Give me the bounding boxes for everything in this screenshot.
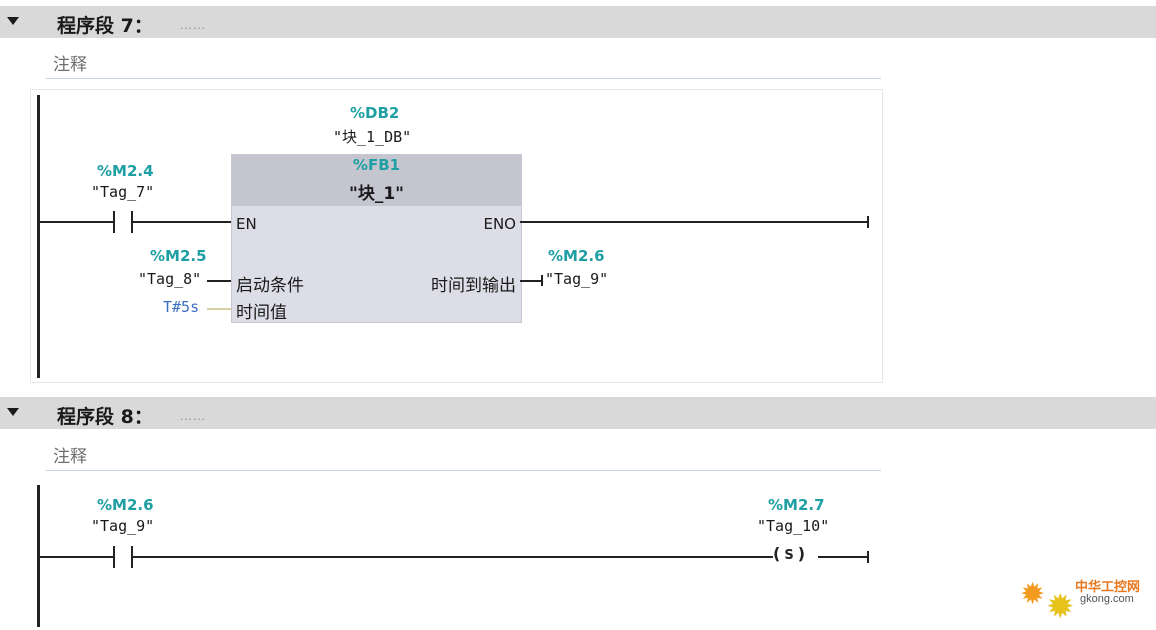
left-power-rail <box>37 485 40 627</box>
network-8-title: 程序段 8： <box>57 406 153 428</box>
network-7-title: 程序段 7： <box>57 15 153 37</box>
wire <box>133 556 773 558</box>
coil-tag[interactable]: "Tag_10" <box>757 517 830 535</box>
instance-db-address[interactable]: %DB2 <box>350 104 400 122</box>
coil-address[interactable]: %M2.7 <box>768 496 825 514</box>
wire <box>818 556 868 558</box>
left-power-rail <box>37 95 40 378</box>
function-block[interactable]: %FB1 "块_1" EN ENO 启动条件 时间值 时间到输出 <box>231 154 522 323</box>
wire <box>520 221 868 223</box>
set-coil-icon[interactable]: (S) <box>773 544 805 563</box>
wire <box>520 280 543 282</box>
network-7-header[interactable]: 程序段 7： ...... <box>0 6 1156 38</box>
pin-eno[interactable]: ENO <box>483 215 516 233</box>
gear-icon: ✹ <box>1046 588 1075 626</box>
wire <box>541 275 543 286</box>
input1-tag[interactable]: "Tag_8" <box>138 270 202 288</box>
watermark-logo: ✹ ✹ 中华工控网 gkong.com <box>1020 572 1150 626</box>
no-contact-icon[interactable] <box>131 546 133 568</box>
network-7-comment[interactable]: 注释 <box>46 46 881 79</box>
pin-start-condition[interactable]: 启动条件 <box>236 276 304 296</box>
fb-name: "块_1" <box>348 184 405 204</box>
comment-label: 注释 <box>53 55 87 75</box>
no-contact-icon[interactable] <box>113 211 115 233</box>
contact-tag[interactable]: "Tag_9" <box>91 517 155 535</box>
network-7-title-placeholder[interactable]: ...... <box>180 18 207 32</box>
input1-address[interactable]: %M2.5 <box>150 247 207 265</box>
instance-db-name[interactable]: "块_1_DB" <box>333 128 412 146</box>
watermark-title: 中华工控网 <box>1075 580 1141 595</box>
network-8-header[interactable]: 程序段 8： ...... <box>0 397 1156 429</box>
function-block-header: %FB1 "块_1" <box>232 155 521 206</box>
wire <box>133 221 231 223</box>
comment-label: 注释 <box>53 447 87 467</box>
wire <box>40 221 113 223</box>
collapse-triangle-icon[interactable] <box>7 408 19 416</box>
no-contact-icon[interactable] <box>131 211 133 233</box>
network-8-comment[interactable]: 注释 <box>46 438 881 471</box>
wire <box>207 280 231 282</box>
wire-end <box>867 551 869 563</box>
contact-address[interactable]: %M2.4 <box>97 162 154 180</box>
wire <box>207 308 231 310</box>
wire-end <box>867 216 869 228</box>
input2-constant[interactable]: T#5s <box>163 298 200 316</box>
output1-address[interactable]: %M2.6 <box>548 247 605 265</box>
no-contact-icon[interactable] <box>113 546 115 568</box>
pin-time-value[interactable]: 时间值 <box>236 303 287 323</box>
output1-tag[interactable]: "Tag_9" <box>545 270 609 288</box>
collapse-triangle-icon[interactable] <box>7 17 19 25</box>
fb-address: %FB1 <box>352 156 401 174</box>
pin-time-up-output[interactable]: 时间到输出 <box>431 276 516 296</box>
network-8-title-placeholder[interactable]: ...... <box>180 409 207 423</box>
wire <box>40 556 113 558</box>
gear-icon: ✹ <box>1020 578 1046 611</box>
contact-tag[interactable]: "Tag_7" <box>91 183 155 201</box>
contact-address[interactable]: %M2.6 <box>97 496 154 514</box>
pin-en[interactable]: EN <box>236 215 257 233</box>
coil-type: S <box>784 548 794 563</box>
watermark-url: gkong.com <box>1080 593 1134 605</box>
